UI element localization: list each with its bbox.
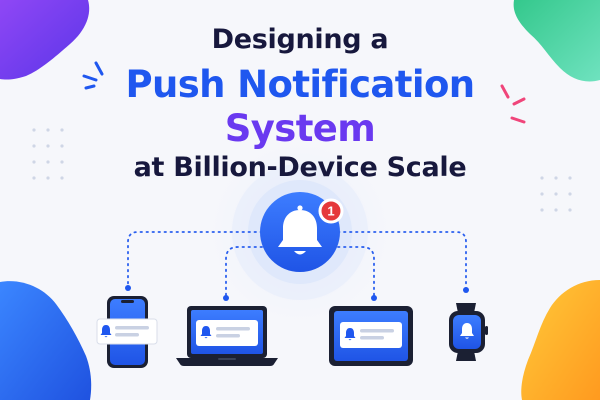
smartwatch-strap-bottom — [456, 351, 476, 361]
bell-icon — [100, 325, 112, 338]
title-line-3: System — [224, 107, 376, 150]
title-line-1: Designing a — [211, 24, 389, 55]
bell-icon — [460, 323, 474, 339]
device-smartwatch — [449, 303, 488, 361]
decor-blob-purple — [0, 0, 90, 80]
bell-icon — [278, 205, 322, 255]
decor-blob-orange — [521, 280, 600, 400]
decor-dot-grid-left — [32, 128, 64, 180]
bell-icon — [200, 326, 212, 339]
decor-sparkle-left — [82, 61, 104, 90]
notification-badge: 1 — [318, 198, 344, 224]
decor-blob-blue — [0, 281, 92, 400]
tablet-notification-card — [340, 322, 402, 348]
title-line-4: at Billion-Device Scale — [133, 152, 467, 183]
smartwatch-strap-top — [456, 303, 476, 313]
notification-badge-count: 1 — [327, 204, 334, 219]
laptop-notification-card — [196, 320, 258, 346]
decor-sparkle-right — [500, 84, 526, 124]
title-line-2: Push Notification — [125, 63, 475, 106]
decor-blob-green — [513, 0, 600, 82]
connector-lines — [127, 231, 467, 297]
bell-icon — [344, 328, 356, 341]
phone-notification-card — [96, 318, 158, 345]
decor-dot-grid-right — [540, 176, 572, 212]
connector-endpoints — [125, 285, 469, 301]
